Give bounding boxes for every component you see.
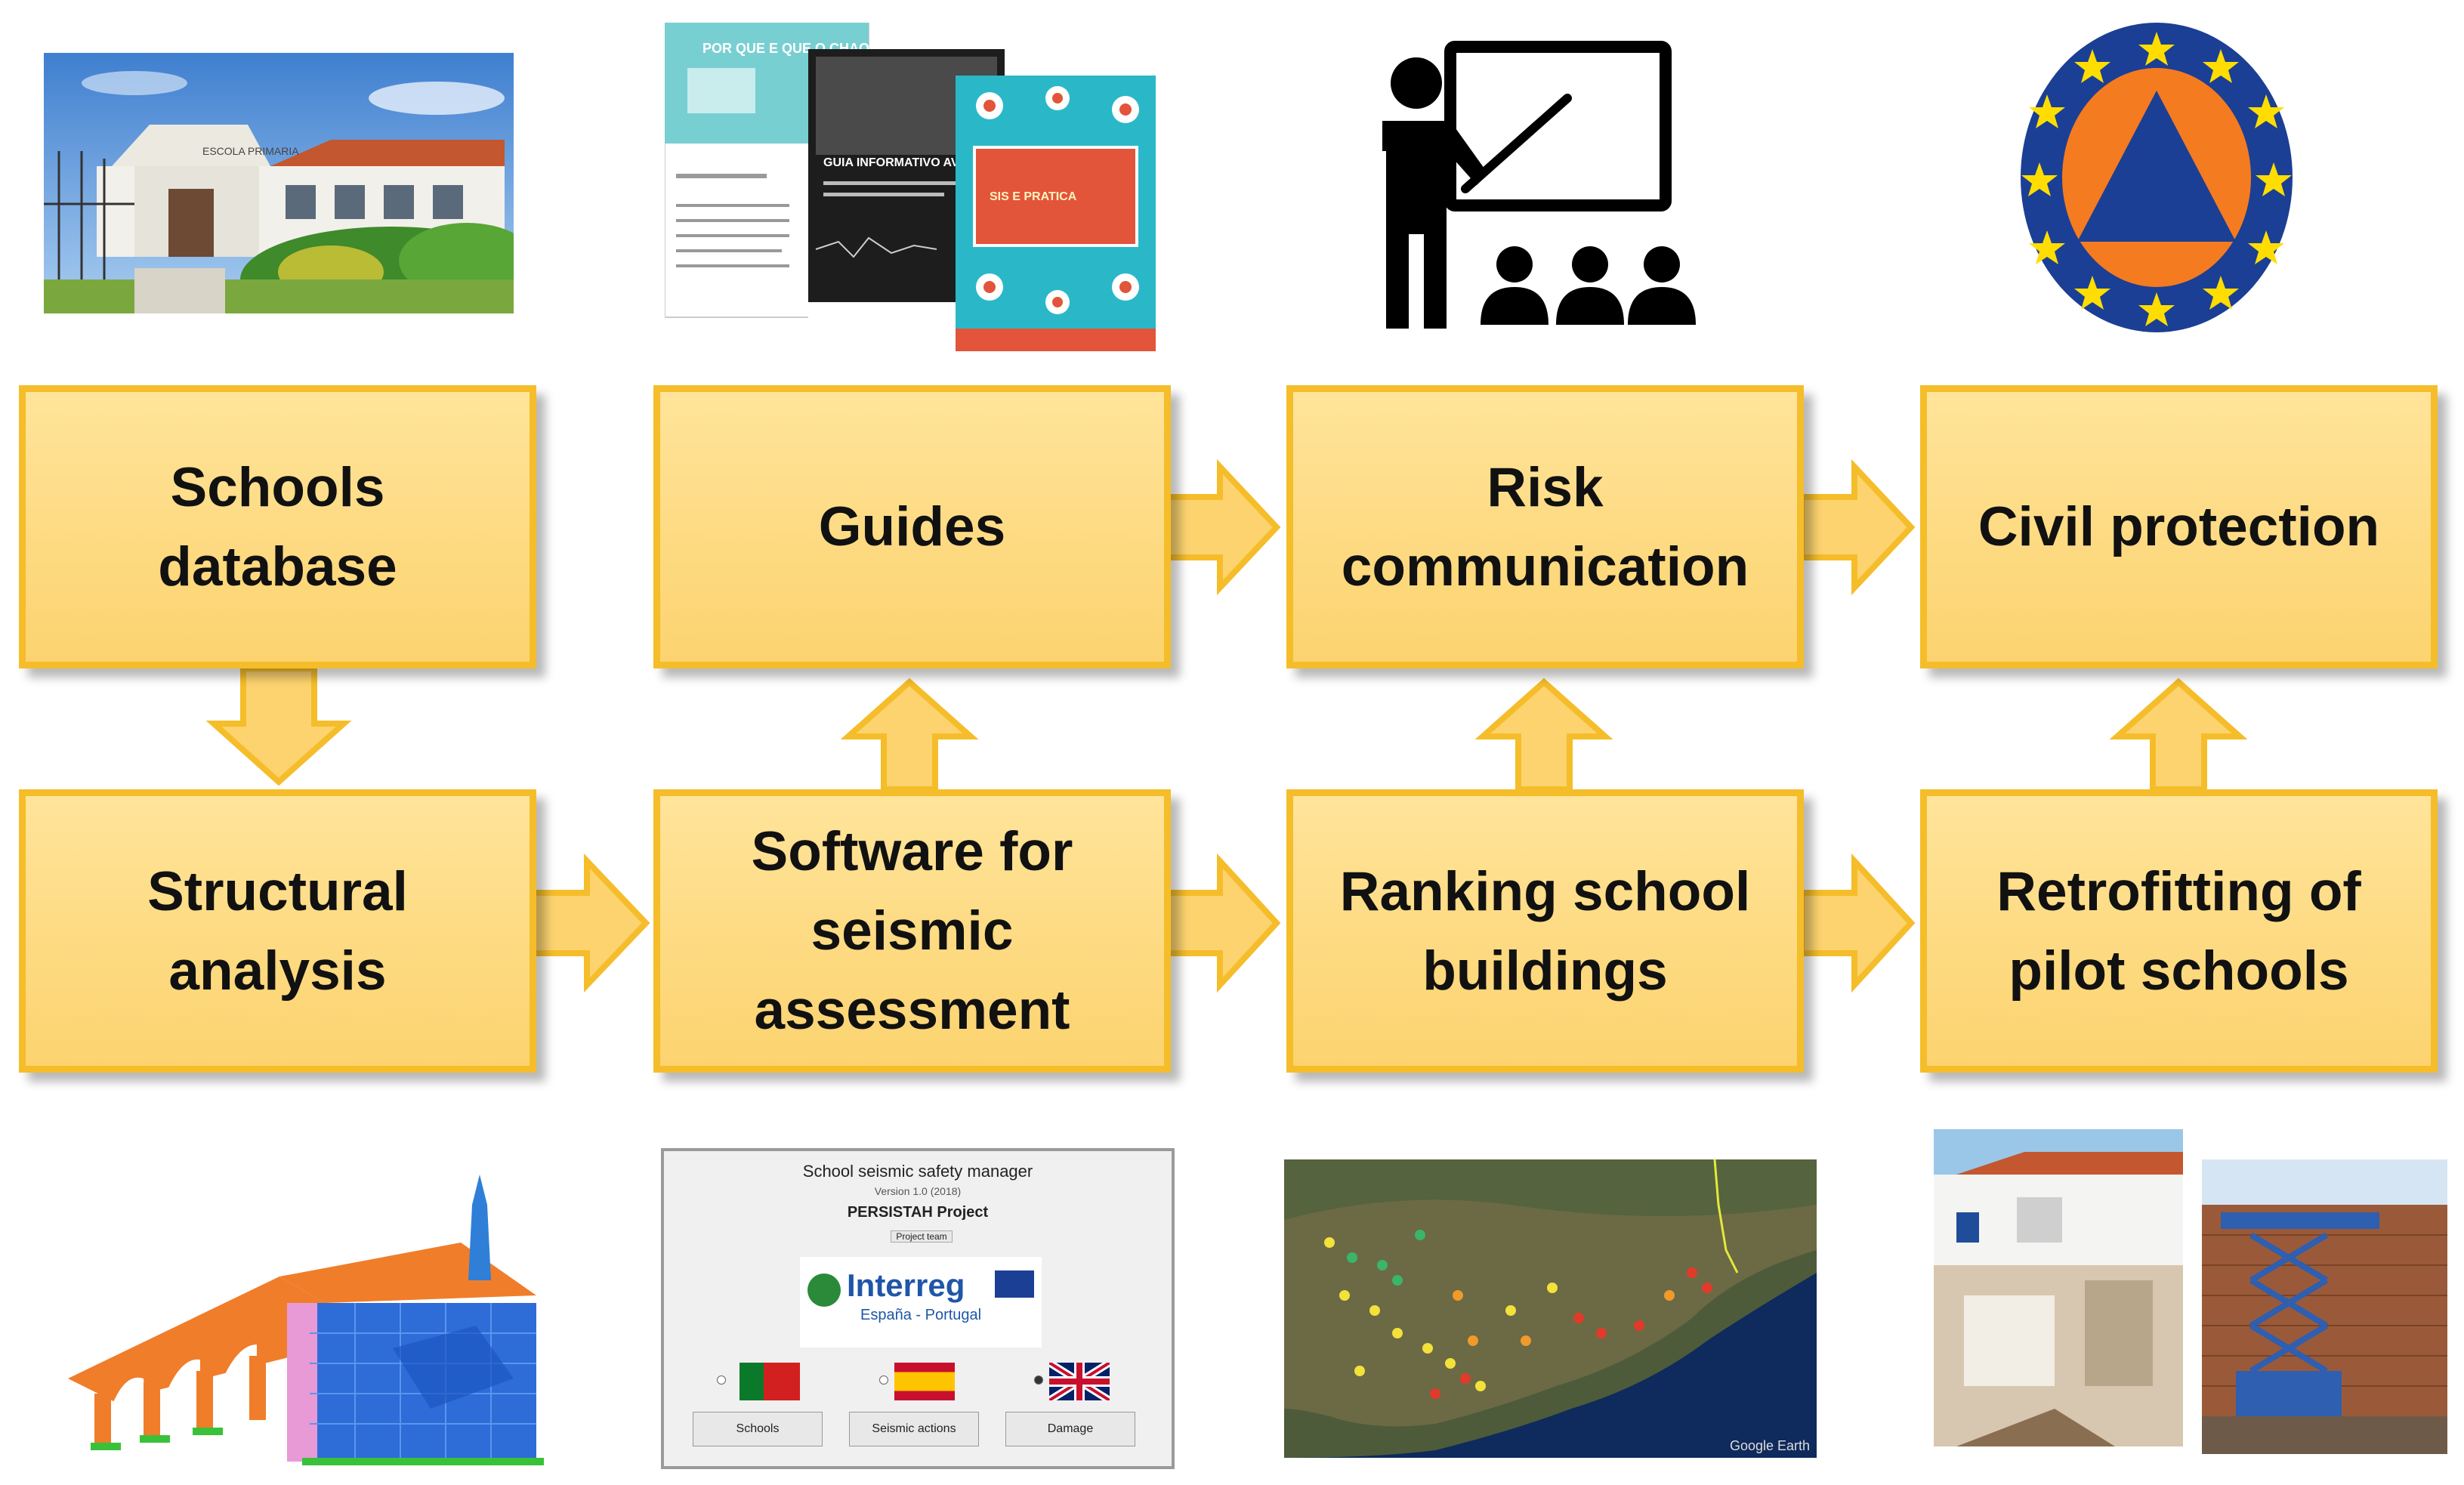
box-software-label: Software for seismic assessment [751,821,1073,1041]
flag-spain-icon [894,1363,955,1400]
star-ring [2021,32,2292,326]
flag-uk-icon [1049,1363,1110,1400]
arrow-up-retrofitting-to-civil [2109,678,2248,792]
box-schools-database: Schools database [19,385,536,668]
software-window-screenshot: School seismic safety manager Version 1.… [661,1148,1175,1469]
guides-covers-image: POR QUE E QUE O CHAO SE MOVE? GUIA INFOR… [665,23,1156,351]
arrow-right-structural-to-software [530,853,650,993]
arrow-right-risk-to-civil [1799,458,1916,596]
cover3-title: SIS E PRATICA [990,190,1077,203]
box-structural-analysis: Structural analysis [19,789,536,1073]
box-risk-communication-label: Risk communication [1341,456,1749,597]
box-civil-protection: Civil protection [1920,385,2438,668]
box-ranking: Ranking school buildings [1286,789,1804,1073]
box-civil-protection-label: Civil protection [1978,496,2380,557]
interreg-logo: Interreg España - Portugal [800,1257,1042,1348]
box-retrofitting-label: Retrofitting of pilot schools [1996,860,2361,1002]
software-version: Version 1.0 (2018) [874,1185,962,1197]
software-team-button[interactable]: Project team [891,1230,953,1243]
eu-flag-icon [995,1270,1034,1298]
interreg-logo-sub: España - Portugal [860,1307,982,1323]
civil-protection-emblem [2017,19,2296,336]
radio-portugal[interactable] [717,1375,726,1385]
school-building-photo: ESCOLA PRIMARIA [44,53,514,313]
damage-button[interactable]: Damage [1005,1412,1135,1446]
arrow-right-ranking-to-retrofitting [1799,853,1916,993]
box-ranking-label: Ranking school buildings [1339,860,1751,1002]
box-software: Software for seismic assessment [653,789,1171,1073]
radio-spain[interactable] [879,1375,888,1385]
radio-uk[interactable] [1034,1375,1043,1385]
teacher-presentation-icon [1367,38,1700,336]
schools-button[interactable]: Schools [693,1412,823,1446]
box-retrofitting: Retrofitting of pilot schools [1920,789,2438,1073]
map-watermark: Google Earth [1730,1438,1810,1453]
arrow-up-software-to-guides [840,678,979,792]
box-guides-label: Guides [818,496,1006,557]
software-project: PERSISTAH Project [847,1204,989,1221]
arrow-right-guides-to-risk [1164,458,1281,596]
school-sign-text: ESCOLA PRIMARIA [202,145,299,157]
satellite-map-image: Google Earth [1284,1159,1817,1458]
seismic-actions-button[interactable]: Seismic actions [849,1412,979,1446]
interreg-green-circle [807,1274,841,1307]
arrow-down-database-to-structural [205,665,352,786]
arrow-right-software-to-ranking [1164,853,1281,993]
software-window-title: School seismic safety manager [802,1162,1033,1181]
box-guides: Guides [653,385,1171,668]
box-structural-analysis-label: Structural analysis [147,860,408,1002]
interreg-logo-text: Interreg [847,1267,965,1303]
structural-fe-model-image [53,1152,551,1469]
box-risk-communication: Risk communication [1286,385,1804,668]
box-schools-database-label: Schools database [158,456,397,597]
retrofitting-photos [1934,1129,2447,1454]
flag-portugal-icon [740,1363,800,1400]
arrow-up-ranking-to-risk [1474,678,1613,792]
map-markers [1324,1230,1712,1399]
